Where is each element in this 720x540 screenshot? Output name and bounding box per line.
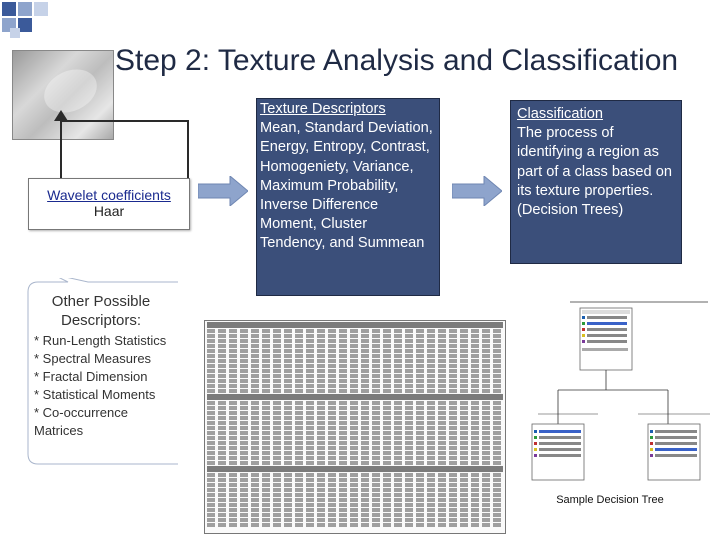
table-row bbox=[207, 369, 503, 373]
right-arrow-icon bbox=[452, 176, 502, 206]
connector-line bbox=[187, 120, 189, 180]
other-descriptors-heading: Other Possible Descriptors: bbox=[51, 293, 151, 329]
list-item: * Fractal Dimension bbox=[34, 369, 148, 384]
table-row bbox=[207, 466, 503, 472]
table-row bbox=[207, 406, 503, 410]
table-row bbox=[207, 431, 503, 435]
table-row bbox=[207, 359, 503, 363]
table-row bbox=[207, 374, 503, 378]
arrow-up-icon bbox=[54, 110, 68, 121]
connector-line bbox=[60, 120, 62, 178]
table-row bbox=[207, 441, 503, 445]
table-row bbox=[207, 523, 503, 527]
wavelet-label: Wavelet coefficients bbox=[47, 187, 171, 203]
table-row bbox=[207, 416, 503, 420]
texture-thumbnail-image bbox=[12, 50, 114, 140]
table-row bbox=[207, 329, 503, 333]
table-row bbox=[207, 498, 503, 502]
table-row bbox=[207, 513, 503, 517]
table-row bbox=[207, 339, 503, 343]
table-row bbox=[207, 508, 503, 512]
table-row bbox=[207, 518, 503, 522]
table-row bbox=[207, 478, 503, 482]
decision-tree-figure bbox=[531, 301, 710, 481]
table-row bbox=[207, 394, 503, 400]
list-item: * Run-Length Statistics bbox=[34, 333, 167, 348]
table-row bbox=[207, 488, 503, 492]
other-descriptors-list: * Run-Length Statistics * Spectral Measu… bbox=[28, 332, 178, 440]
table-row bbox=[207, 473, 503, 477]
classification-body: The process of identifying a region as p… bbox=[517, 125, 672, 219]
table-row bbox=[207, 421, 503, 425]
table-row bbox=[207, 322, 503, 328]
table-row bbox=[207, 503, 503, 507]
table-row bbox=[207, 349, 503, 353]
tree-caption: Sample Decision Tree bbox=[556, 494, 664, 506]
table-row bbox=[207, 389, 503, 393]
table-row bbox=[207, 411, 503, 415]
table-row bbox=[207, 456, 503, 460]
callout-bubble bbox=[27, 278, 178, 465]
table-row bbox=[207, 446, 503, 450]
descriptors-body: Mean, Standard Deviation, Energy, Entrop… bbox=[260, 120, 433, 252]
table-row bbox=[207, 384, 503, 388]
table-row bbox=[207, 354, 503, 358]
texture-descriptors-box: Texture Descriptors Mean, Standard Devia… bbox=[256, 98, 440, 296]
list-item: * Spectral Measures bbox=[34, 351, 152, 366]
table-row bbox=[207, 436, 503, 440]
classification-heading: Classification bbox=[517, 106, 603, 122]
list-item: * Statistical Moments bbox=[34, 387, 156, 402]
table-row bbox=[207, 344, 503, 348]
feature-table-image bbox=[204, 320, 506, 534]
connector-line bbox=[60, 120, 188, 122]
page-title: Step 2: Texture Analysis and Classificat… bbox=[115, 44, 679, 77]
wavelet-coefficients-box: Wavelet coefficients Haar bbox=[28, 178, 190, 230]
table-row bbox=[207, 493, 503, 497]
descriptors-heading: Texture Descriptors bbox=[260, 101, 386, 117]
table-row bbox=[207, 334, 503, 338]
table-row bbox=[207, 401, 503, 405]
right-arrow-icon bbox=[198, 176, 248, 206]
table-row bbox=[207, 426, 503, 430]
list-item: * Co-occurrence Matrices bbox=[34, 405, 128, 438]
wavelet-type: Haar bbox=[93, 203, 125, 219]
table-row bbox=[207, 379, 503, 383]
table-row bbox=[207, 364, 503, 368]
table-row bbox=[207, 451, 503, 455]
table-row bbox=[207, 461, 503, 465]
decorative-squares bbox=[0, 0, 60, 40]
classification-box: Classification The process of identifyin… bbox=[510, 100, 682, 264]
table-row bbox=[207, 483, 503, 487]
